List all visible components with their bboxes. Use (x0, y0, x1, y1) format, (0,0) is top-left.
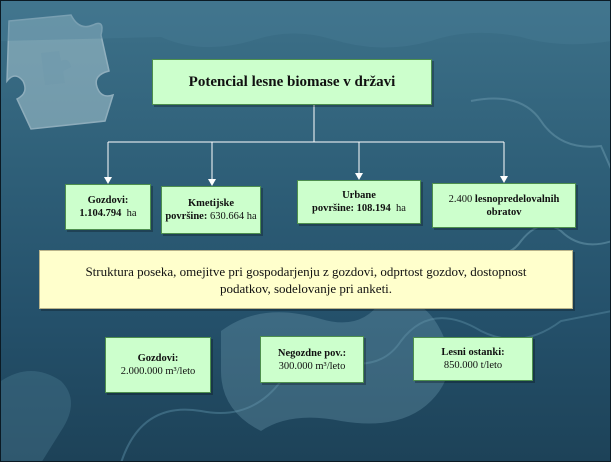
title-text: Potencial lesne biomase v državi (188, 73, 396, 90)
result-lesni-label: Lesni ostanki: (441, 347, 505, 358)
category-box-gozdovi: Gozdovi: 1.104.794 ha (65, 184, 151, 230)
arrowhead-1 (104, 177, 112, 184)
puzzle-piece-top-band (1, 1, 610, 48)
puzzle-piece-bottom-left (1, 371, 71, 461)
arrowhead-2 (208, 179, 216, 186)
result-lesni-value: 850.000 t/leto (443, 360, 503, 371)
title-box: Potencial lesne biomase v državi (152, 59, 432, 105)
result-negozdne-value: 300.000 m³/leto (278, 360, 346, 372)
kmetijske-label: Kmetijske (187, 198, 235, 209)
result-gozdovi-value: 2.000.000 m³/leto (120, 366, 196, 377)
gozdovi-label: Gozdovi: (87, 195, 129, 206)
gozdovi-value: 1.104.794 (79, 208, 122, 219)
arrowhead-3 (355, 173, 363, 180)
structure-text: Struktura poseka, omejitve pri gospodarj… (85, 263, 527, 296)
obrati-label: lesnopredelovalnih (474, 193, 560, 205)
urbane-label: Urbane (342, 190, 376, 201)
obrati-label-2: obratov (486, 206, 522, 218)
arrowhead-4 (500, 176, 508, 183)
structure-box: Struktura poseka, omejitve pri gospodarj… (39, 250, 573, 309)
urbane-value: 108.194 (356, 203, 391, 214)
result-negozdne-label: Negozdne pov.: (277, 347, 347, 359)
urbane-unit: ha (396, 203, 406, 214)
kmetijske-value: 630.664 ha (209, 211, 257, 222)
category-box-kmetijske: Kmetijske površine: 630.664 ha (161, 186, 261, 234)
result-box-lesni-ostanki: Lesni ostanki: 850.000 t/leto (413, 337, 533, 381)
category-box-obrati: 2.400 lesnopredelovalnih obratov (432, 183, 576, 228)
result-box-negozdne: Negozdne pov.: 300.000 m³/leto (260, 336, 364, 383)
kmetijske-label-2: površine: (165, 211, 208, 222)
puzzle-piece-top-left-inner (41, 51, 71, 85)
urbane-label-2: površine: (312, 203, 355, 214)
category-box-urbane: Urbane površine: 108.194 ha (297, 180, 421, 224)
result-gozdovi-label: Gozdovi: (137, 353, 179, 364)
obrati-count: 2.400 (448, 193, 473, 205)
result-box-gozdovi: Gozdovi: 2.000.000 m³/leto (105, 337, 211, 393)
gozdovi-unit: ha (126, 208, 137, 219)
puzzle-outline-right (470, 97, 610, 257)
